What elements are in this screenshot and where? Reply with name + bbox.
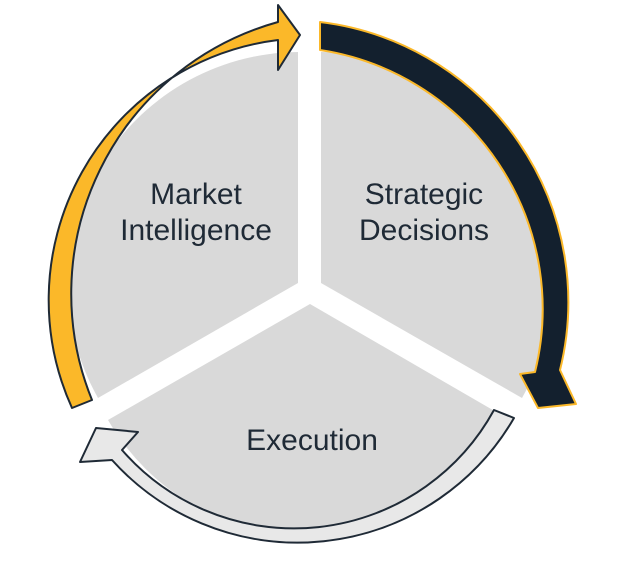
label-decisions: Decisions: [359, 214, 489, 247]
label-execution: Execution: [246, 424, 378, 457]
label-market: Market: [150, 178, 242, 211]
label-intelligence: Intelligence: [120, 214, 272, 247]
arrow-execution-to-market: [79, 409, 515, 544]
label-strategic: Strategic: [365, 178, 483, 211]
arrow-strategic-to-execution: [319, 21, 577, 409]
segment-market-intelligence: [68, 52, 298, 398]
segment-execution: [108, 304, 510, 537]
arrow-market-to-strategic: [47, 4, 301, 409]
